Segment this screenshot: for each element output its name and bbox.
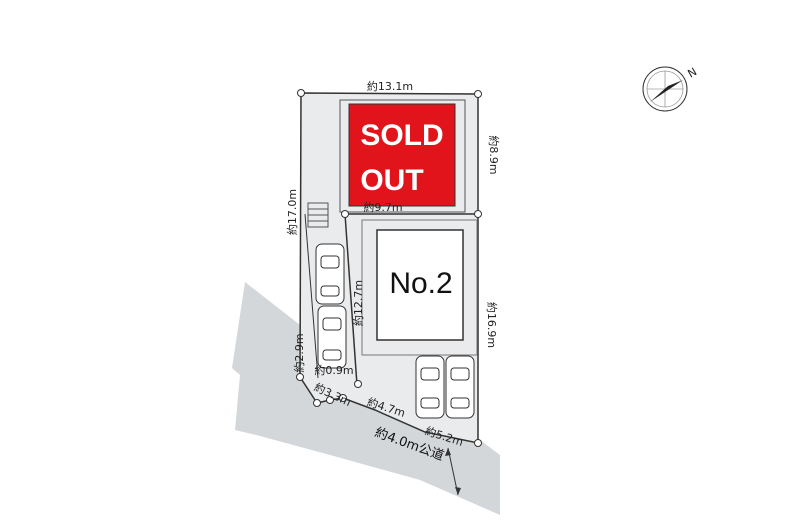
compass-icon xyxy=(642,66,688,112)
car-lot2-2 xyxy=(445,355,475,419)
car-driveway-1 xyxy=(315,243,345,305)
dim-driveway-length: 約12.7m xyxy=(351,280,365,326)
road-area xyxy=(232,282,500,515)
driveway-line xyxy=(344,213,358,386)
road-arrow-head-top xyxy=(445,448,451,456)
road-width-arrow xyxy=(447,447,459,496)
car-lot2-1 xyxy=(415,355,445,419)
out-text: OUT xyxy=(360,164,423,197)
sold-text: SOLD xyxy=(360,119,443,152)
stairs xyxy=(307,202,329,228)
survey-points xyxy=(296,89,482,447)
lot-2-label: No.2 xyxy=(389,267,452,300)
dim-right-upper: 約8.9m xyxy=(487,135,501,174)
driveway-line-left xyxy=(304,213,319,379)
dim-left-short: 約2.9m xyxy=(292,333,306,372)
lot-2-boundary xyxy=(361,219,478,356)
dim-right-lower: 約16.9m xyxy=(485,302,499,348)
compass-north-label: N xyxy=(685,65,699,80)
dim-driveway-width: 約0.9m xyxy=(314,363,353,377)
dim-left-long: 約17.0m xyxy=(285,189,299,235)
car-driveway-2 xyxy=(317,305,347,369)
sold-banner xyxy=(348,103,456,207)
dim-mid-width: 約9.7m xyxy=(363,200,402,214)
lot-2-house xyxy=(376,229,464,341)
sold-house-outline xyxy=(339,99,466,213)
road-arrow-head-bottom xyxy=(455,487,461,495)
dim-top-width: 約13.1m xyxy=(367,79,413,93)
